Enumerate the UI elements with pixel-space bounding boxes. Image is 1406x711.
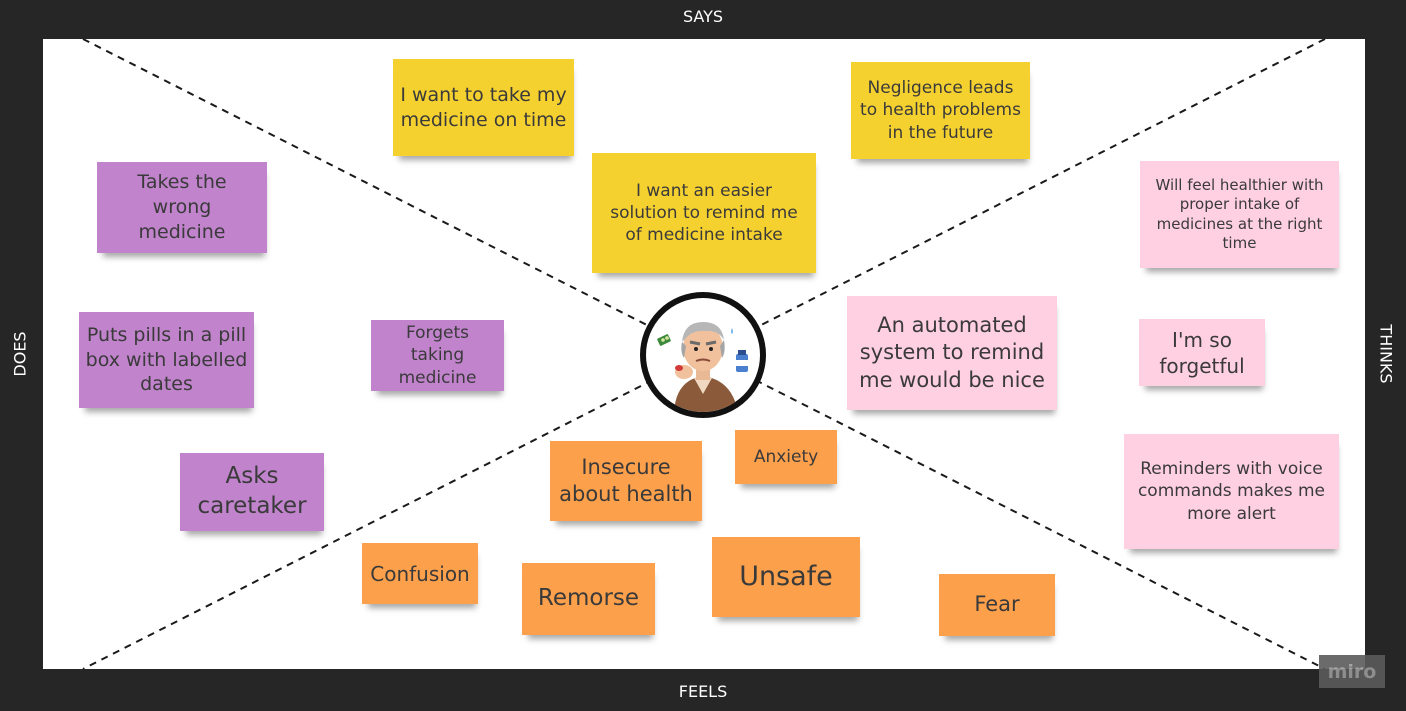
sticky-note-says[interactable]: I want to take my medicine on time [393,59,574,156]
sticky-note-text: I want an easier solution to remind me o… [610,180,798,246]
sticky-note-does[interactable]: Asks caretaker [180,453,324,531]
sticky-note-text: Fear [974,592,1020,617]
sticky-note-text: Remorse [537,585,640,612]
sticky-note-feels[interactable]: Fear [939,574,1055,636]
sticky-note-text: I'm so forgetful [1159,327,1245,378]
sticky-note-text: An automated system to remind me would b… [859,313,1045,392]
sticky-note-thinks[interactable]: Reminders with voice commands makes me m… [1124,434,1339,549]
miro-logo: miro [1319,655,1385,688]
persona-avatar [640,292,766,418]
sticky-note-text: Insecure about health [559,454,693,506]
feels-label: FEELS [678,682,728,701]
sticky-note-thinks[interactable]: Will feel healthier with proper intake o… [1140,161,1339,268]
sticky-note-text: Anxiety [753,446,819,467]
sticky-note-text: Asks caretaker [197,463,307,519]
sticky-note-thinks[interactable]: I'm so forgetful [1139,319,1265,386]
sticky-note-text: Will feel healthier with proper intake o… [1155,175,1324,253]
quadrant-divider-lines [82,39,1326,669]
sticky-note-text: Forgets taking medicine [398,323,477,388]
sticky-note-text: Reminders with voice commands makes me m… [1137,459,1326,524]
sticky-note-feels[interactable]: Remorse [522,563,655,635]
sticky-note-feels[interactable]: Confusion [362,543,478,604]
does-label: DOES [10,331,30,377]
elderly-man-with-pill-icon [657,322,748,412]
sticky-note-text: Unsafe [739,561,833,593]
sticky-note-text: Puts pills in a pill box with labelled d… [85,323,248,396]
sticky-note-says[interactable]: Negligence leads to health problems in t… [851,62,1030,159]
sticky-note-text: Negligence leads to health problems in t… [860,78,1021,143]
sticky-note-does[interactable]: Puts pills in a pill box with labelled d… [79,312,254,408]
sticky-note-does[interactable]: Takes the wrong medicine [97,162,267,253]
sticky-note-feels[interactable]: Insecure about health [550,441,702,521]
thinks-label: THINKS [1376,324,1396,384]
sticky-note-text: Confusion [370,561,470,586]
says-label: SAYS [682,7,724,26]
sticky-note-text: I want to take my medicine on time [400,83,567,131]
sticky-note-feels[interactable]: Anxiety [735,430,837,484]
sticky-note-thinks[interactable]: An automated system to remind me would b… [847,296,1057,410]
sticky-note-says[interactable]: I want an easier solution to remind me o… [592,153,816,273]
sticky-note-does[interactable]: Forgets taking medicine [371,320,504,391]
sticky-note-feels[interactable]: Unsafe [712,537,860,617]
sticky-note-text: Takes the wrong medicine [137,171,227,243]
